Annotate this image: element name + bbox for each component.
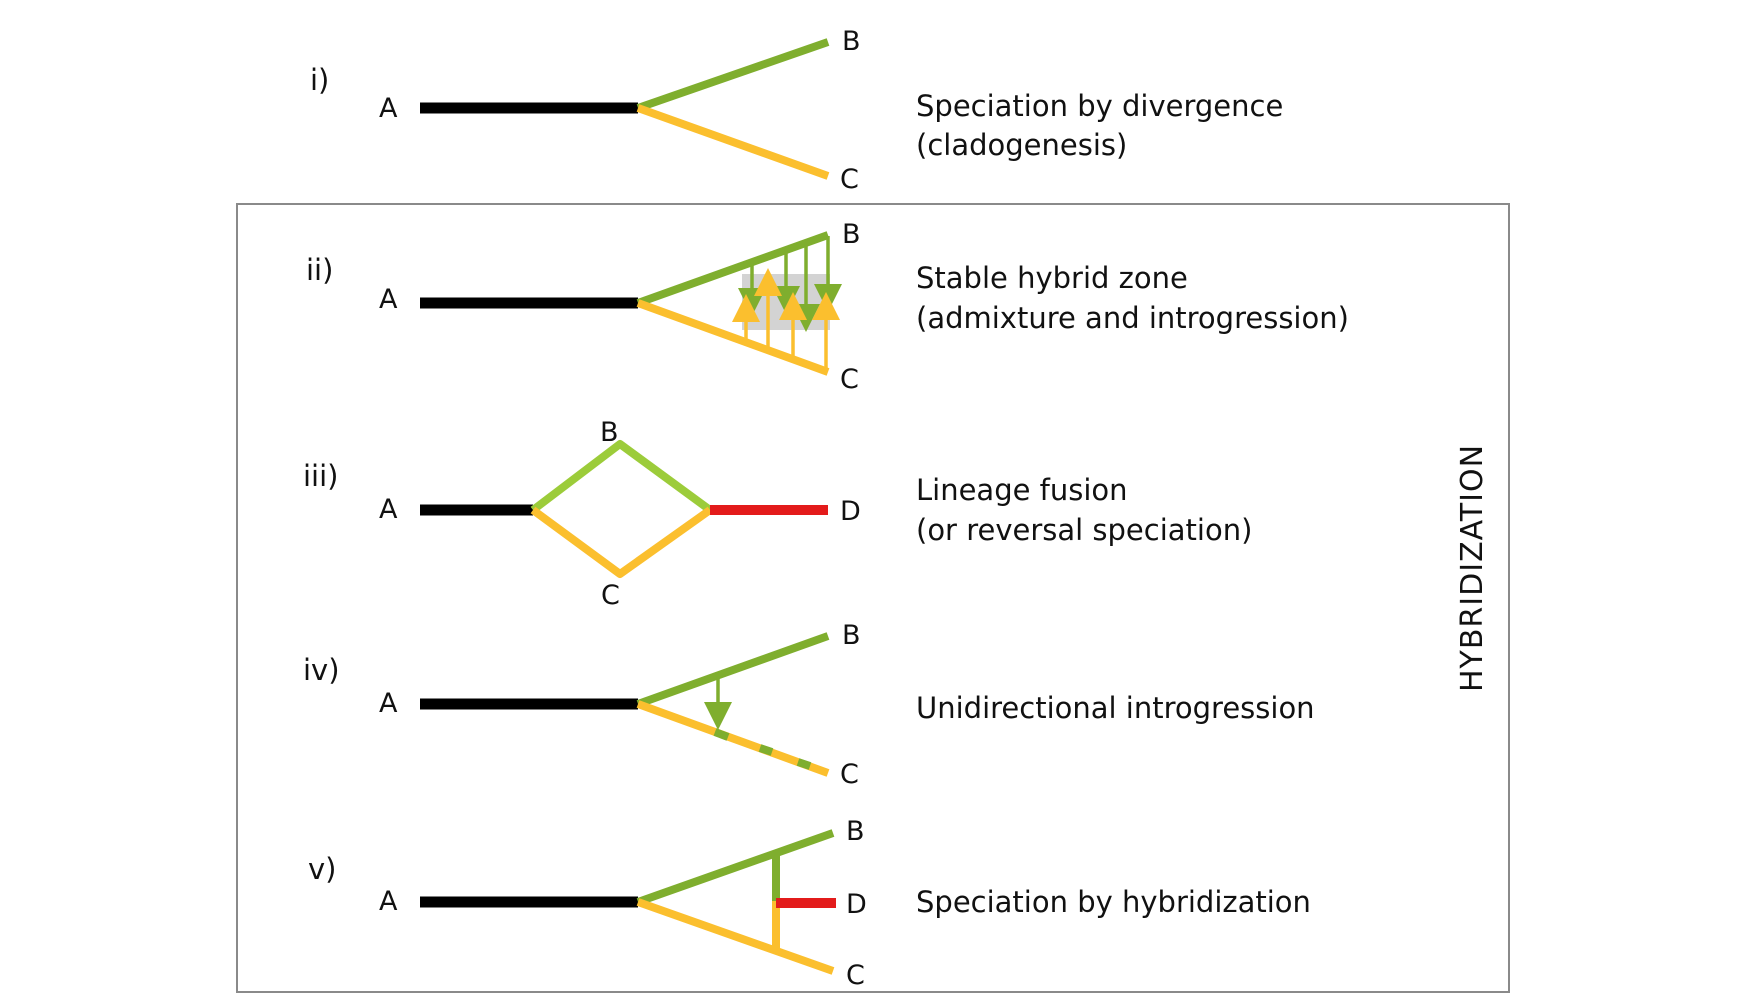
panel-iv-introgression-mark-2 — [758, 744, 774, 756]
panel-iv-node-b: B — [842, 620, 861, 651]
panel-i-desc-line1: Speciation by divergence — [916, 89, 1283, 123]
panel-v-node-b: B — [846, 816, 865, 847]
panel-ii-desc-line1: Stable hybrid zone — [916, 261, 1188, 295]
panel-i-node-b: B — [842, 26, 861, 57]
panel-i: i) A B C Speciation by divergence (clado… — [310, 26, 1283, 195]
panel-ii-node-b: B — [842, 219, 861, 250]
panel-v-node-a: A — [379, 886, 398, 917]
panel-v-node-c: C — [846, 960, 865, 991]
panel-iv-roman: iv) — [303, 653, 340, 687]
panel-iv-node-c: C — [840, 759, 859, 790]
panel-i-branch-b — [636, 38, 830, 112]
panel-iii-node-c: C — [601, 580, 620, 611]
panel-iv-introgression-mark-3 — [796, 758, 812, 770]
panel-v: v) A B D C Speciation by hybridization — [308, 816, 1311, 991]
panel-iii-roman: iii) — [303, 459, 339, 493]
panel-ii-node-a: A — [379, 284, 398, 315]
panel-i-node-c: C — [840, 164, 859, 195]
panel-v-branch-c — [636, 898, 835, 975]
panel-iv-introgression-mark-1 — [713, 728, 730, 741]
panel-iv-desc-line1: Unidirectional introgression — [916, 691, 1315, 725]
panel-iv-branch-b — [636, 632, 830, 708]
hybridization-box — [236, 203, 1510, 993]
panel-i-roman: i) — [310, 63, 329, 97]
panel-ii-roman: ii) — [306, 253, 333, 287]
panel-iv-node-a: A — [379, 688, 398, 719]
panel-iii-branch-b — [530, 440, 713, 514]
panel-v-roman: v) — [308, 852, 336, 886]
panel-ii-branch-b — [636, 231, 830, 307]
panel-i-branch-c — [636, 104, 830, 180]
panel-v-desc-line1: Speciation by hybridization — [916, 885, 1311, 919]
panel-ii-desc-line2: (admixture and introgression) — [916, 301, 1349, 335]
panel-iii-branch-c — [530, 506, 713, 578]
panel-iii-desc-line1: Lineage fusion — [916, 473, 1128, 507]
panel-iii-node-a: A — [379, 494, 398, 525]
panel-iii-node-d: D — [840, 496, 861, 527]
panel-v-node-d: D — [846, 889, 867, 920]
panel-v-branch-b — [636, 829, 835, 906]
panel-iii-desc-line2: (or reversal speciation) — [916, 513, 1252, 547]
panel-iv: iv) A B C Unidirectional introgression — [303, 620, 1315, 790]
hybridization-label: HYBRIDIZATION — [1455, 444, 1490, 692]
panel-iii: iii) A B C D Lineage fusion (or reversal… — [303, 417, 1252, 611]
panel-iii-node-b: B — [600, 417, 619, 448]
panel-ii-node-c: C — [840, 364, 859, 395]
panel-i-node-a: A — [379, 93, 398, 124]
panel-i-desc-line2: (cladogenesis) — [916, 128, 1127, 162]
panel-iv-branch-c — [636, 700, 830, 777]
panel-ii: ii) A B C Stable hybrid zone (admixture … — [306, 219, 1349, 395]
panel-ii-branch-c — [636, 299, 830, 376]
